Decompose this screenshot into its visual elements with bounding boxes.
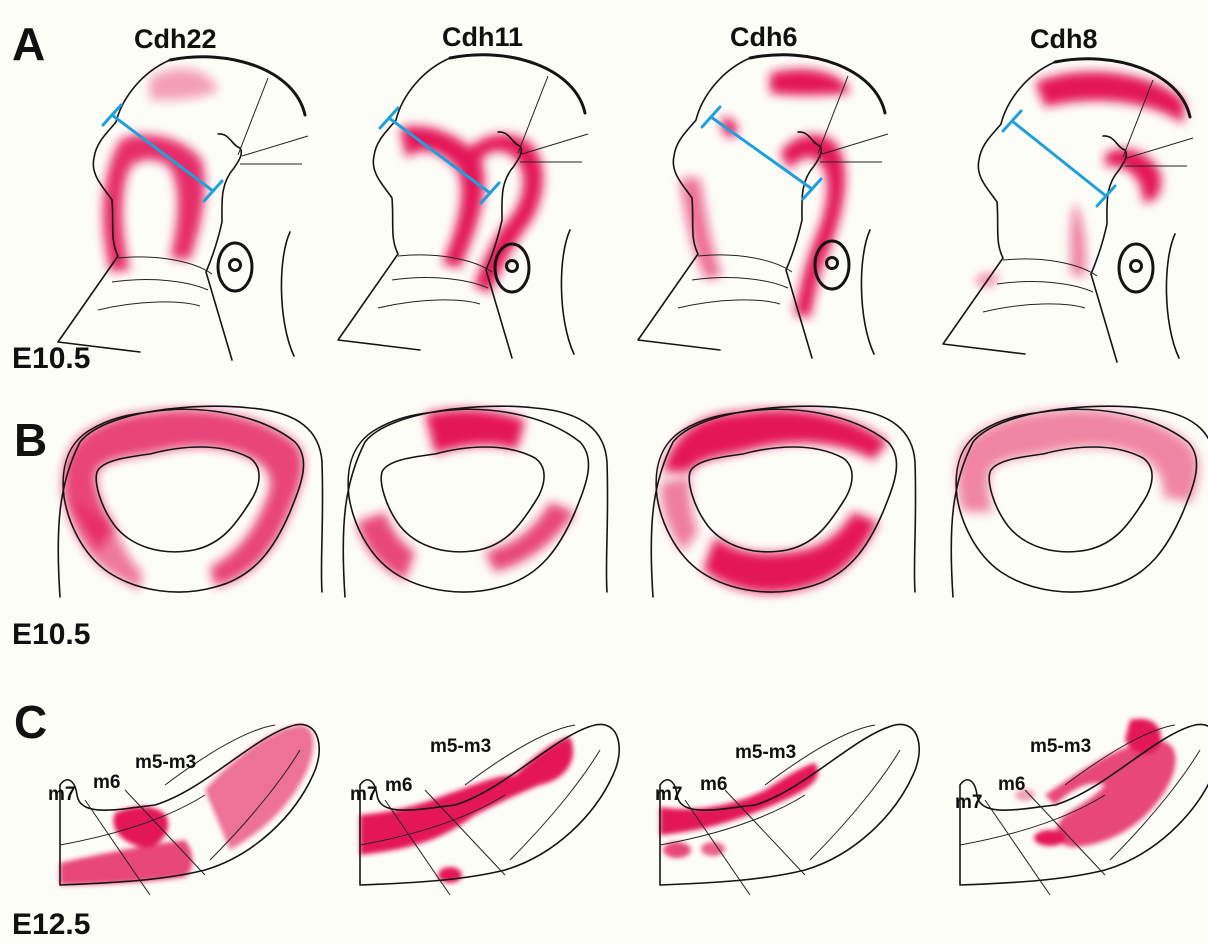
stage-label-b: E10.5: [12, 618, 90, 651]
brain-diagram-cdh8: [943, 59, 1193, 362]
panel-b-label: B: [14, 414, 47, 466]
brain-diagram-cdh6: [638, 55, 888, 358]
section-diagram-cdh8: [951, 406, 1208, 597]
segment-label-m7: m7: [655, 784, 682, 805]
eye-icon: [218, 243, 252, 291]
segment-label-m6: m6: [93, 772, 120, 793]
segment-label-m5-m3: m5-m3: [735, 742, 796, 763]
eye-icon: [1119, 244, 1153, 292]
segment-labels-c4: m7 m6 m5-m3: [955, 736, 1091, 813]
brain-diagram-cdh22: [58, 57, 308, 360]
section-diagram-cdh6: [651, 406, 915, 597]
stage-label-c: E12.5: [12, 908, 90, 941]
gene-label-cdh6: Cdh6: [730, 22, 798, 52]
segment-label-m7: m7: [350, 784, 377, 805]
segment-label-m6: m6: [385, 775, 412, 796]
gene-label-cdh22: Cdh22: [134, 24, 217, 54]
segment-label-m7: m7: [955, 792, 982, 813]
section-diagram-cdh11: [343, 406, 607, 597]
gene-label-cdh11: Cdh11: [442, 22, 523, 52]
section-line: [1003, 111, 1115, 206]
segment-label-m5-m3: m5-m3: [1030, 736, 1091, 757]
segment-label-m7: m7: [48, 784, 75, 805]
section-diagram-cdh22: [58, 406, 322, 597]
segment-label-m5-m3: m5-m3: [135, 752, 196, 773]
stage-label-a: E10.5: [12, 342, 90, 375]
segment-label-m5-m3: m5-m3: [430, 736, 491, 757]
hindbrain-diagram-cdh22: [60, 724, 319, 895]
panel-a-label: A: [12, 18, 45, 70]
panel-c-label: C: [14, 696, 47, 748]
segment-label-m6: m6: [700, 774, 727, 795]
brain-diagram-cdh11: [338, 55, 588, 358]
gene-label-cdh8: Cdh8: [1030, 24, 1098, 54]
section-line-group: [103, 105, 1115, 206]
segment-label-m6: m6: [998, 774, 1025, 795]
